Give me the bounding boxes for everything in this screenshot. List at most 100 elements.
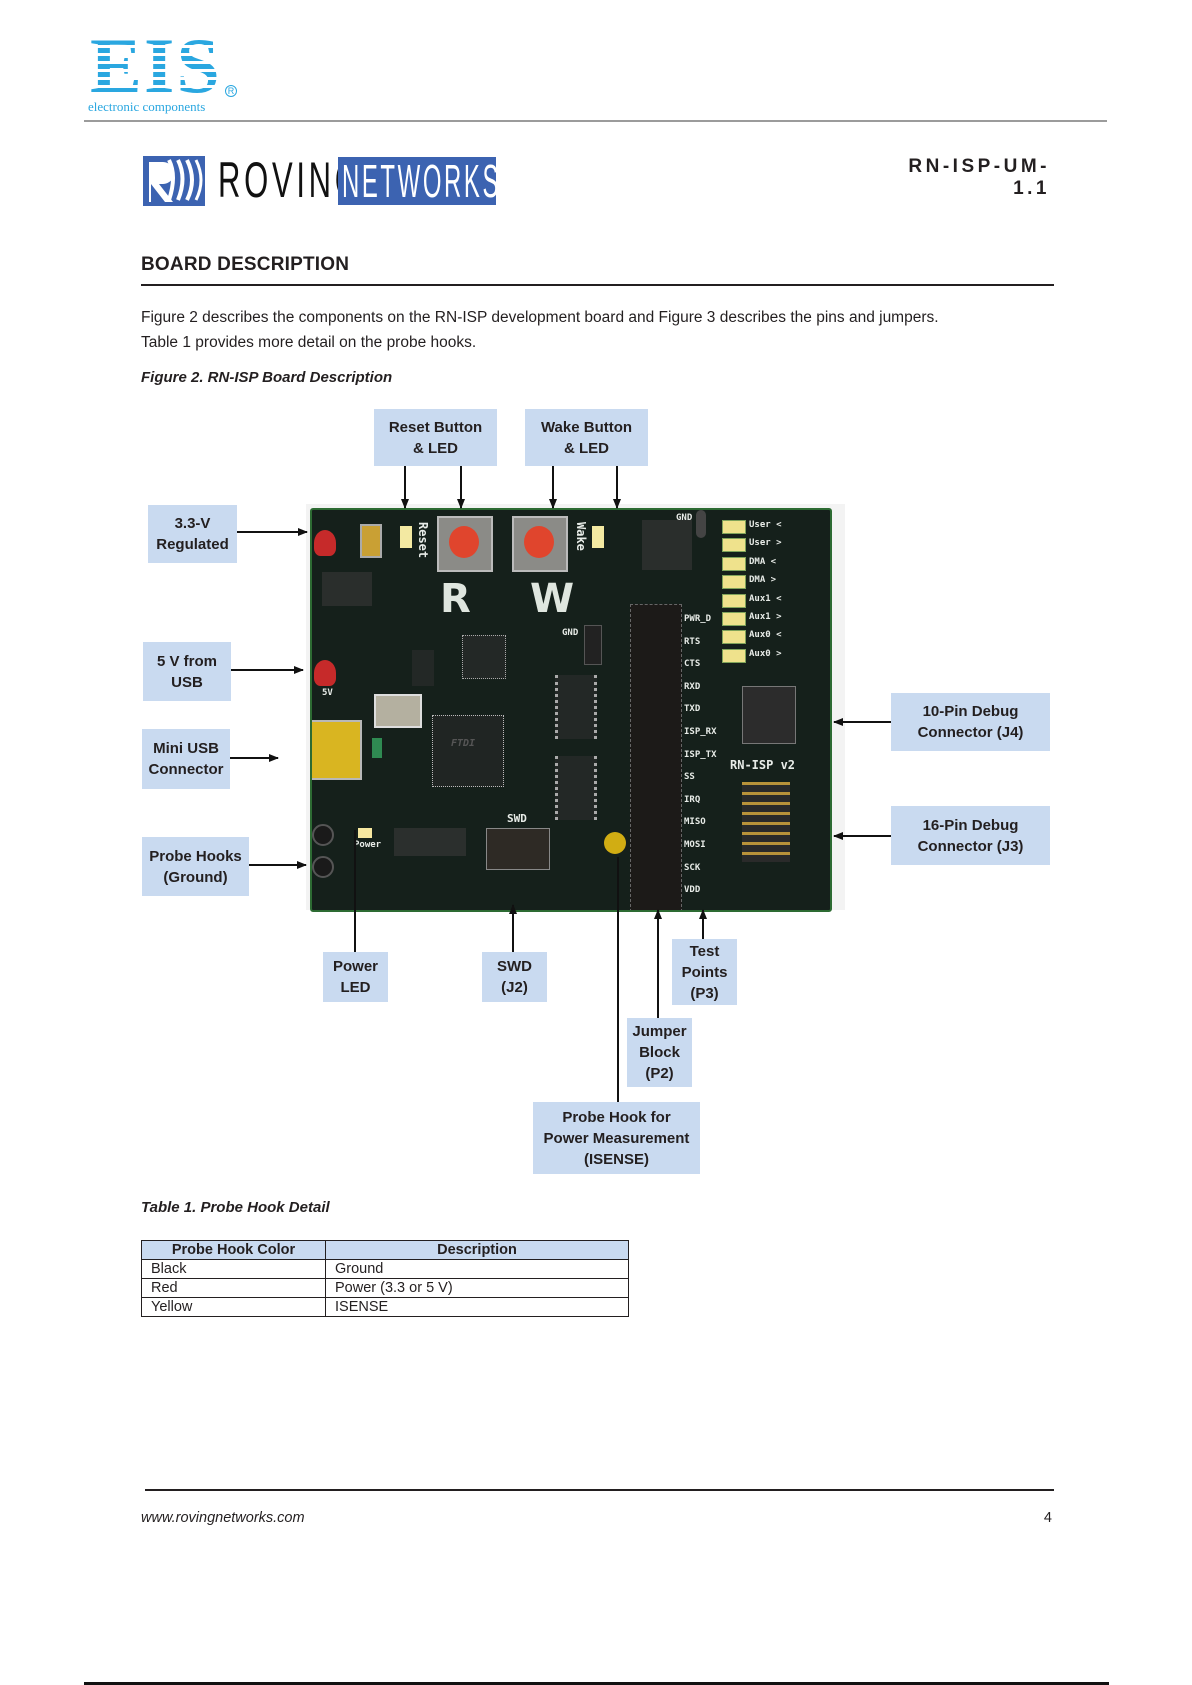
callout-text: Regulated bbox=[156, 536, 229, 553]
callout-text: Connector bbox=[148, 761, 224, 778]
mini-usb-connector bbox=[312, 720, 362, 780]
callout-text: (P3) bbox=[690, 984, 719, 1002]
voltage-regulator bbox=[322, 572, 372, 606]
silk-swd: SWD bbox=[507, 812, 527, 825]
column-header: Description bbox=[325, 1240, 629, 1260]
page-number: 4 bbox=[1043, 1510, 1052, 1526]
red-probe-hook-3v3 bbox=[314, 530, 336, 556]
red-probe-hook-5v bbox=[314, 660, 336, 686]
callout-mini-usb: Mini USB Connector bbox=[142, 729, 230, 789]
silk-led-label: User < bbox=[749, 520, 782, 530]
silk-pin-label: IRQ bbox=[684, 794, 701, 805]
silk-5v: 5V bbox=[322, 688, 333, 698]
callout-probe-hooks-ground: Probe Hooks (Ground) bbox=[142, 837, 249, 896]
power-led bbox=[358, 828, 372, 838]
logo-word-roving: ROVING bbox=[218, 152, 363, 208]
callout-text: Mini USB bbox=[153, 740, 219, 757]
green-fuse bbox=[372, 738, 382, 758]
callout-text: Jumper bbox=[632, 1023, 687, 1040]
section-heading: BOARD DESCRIPTION bbox=[141, 254, 350, 275]
jumper-block-p2 bbox=[630, 604, 682, 910]
callout-text: Reset Button bbox=[388, 418, 483, 436]
silk-led-label: Aux0 > bbox=[749, 648, 782, 659]
footer-website-link[interactable]: www.rovingnetworks.com bbox=[141, 1510, 305, 1526]
intro-line-1: Figure 2 describes the components on the… bbox=[141, 309, 939, 326]
logo-word-networks: NETWORKS bbox=[342, 155, 502, 207]
figure-caption: Figure 2. RN-ISP Board Description bbox=[141, 369, 393, 386]
table-row: Black Ground bbox=[141, 1259, 629, 1279]
silk-led-label: User > bbox=[749, 538, 782, 549]
callout-text: Connector (J4) bbox=[917, 724, 1024, 741]
ftdi-chip: FTDI bbox=[432, 715, 504, 787]
table-cell: Yellow bbox=[141, 1297, 326, 1317]
silk-board-name: RN-ISP v2 bbox=[730, 758, 796, 772]
callout-text: (Ground) bbox=[163, 868, 228, 886]
status-led bbox=[722, 556, 746, 571]
status-led bbox=[722, 538, 746, 553]
callout-wake-button: Wake Button & LED bbox=[525, 409, 648, 466]
callout-text: SWD bbox=[497, 958, 532, 975]
silk-pin-label: SCK bbox=[684, 862, 701, 873]
silk-pin-label: MOSI bbox=[684, 840, 706, 850]
probe-hook-table: Probe Hook Color Description Black Groun… bbox=[141, 1240, 629, 1317]
yellow-probe-hook bbox=[604, 832, 626, 854]
silk-pin-label: RXD bbox=[684, 681, 701, 692]
callout-text: Probe Hooks bbox=[149, 847, 242, 865]
callout-text: Wake Button bbox=[540, 418, 633, 436]
swd-header bbox=[486, 828, 550, 870]
wake-button bbox=[512, 516, 568, 572]
silk-pin-label: TXD bbox=[684, 704, 701, 715]
footer-rule bbox=[145, 1489, 1054, 1491]
silk-pin-label: ISP_RX bbox=[684, 727, 717, 737]
silk-led-label: Aux1 > bbox=[749, 612, 782, 622]
eis-logo: EIS R electronic components bbox=[88, 27, 237, 114]
microcontroller-chip bbox=[462, 635, 506, 679]
callout-text: (P2) bbox=[645, 1065, 674, 1082]
silk-r: R bbox=[440, 576, 471, 622]
reset-led bbox=[400, 526, 412, 548]
table-cell: Ground bbox=[325, 1259, 629, 1279]
callout-text: & LED bbox=[563, 439, 609, 457]
roving-networks-mark-icon bbox=[143, 156, 205, 206]
silk-pin-label: SS bbox=[684, 772, 695, 783]
callout-text: Block bbox=[639, 1044, 680, 1061]
gnd-test-post bbox=[696, 510, 706, 538]
callout-text: & LED bbox=[413, 439, 458, 457]
callout-text: (J2) bbox=[501, 979, 528, 996]
silk-led-label: Aux1 < bbox=[749, 593, 782, 604]
silk-led-label: DMA < bbox=[749, 556, 777, 567]
pcb-board: 5V Reset R W Wake GND GND FTDI bbox=[310, 508, 832, 912]
callout-text: 10-Pin Debug bbox=[922, 703, 1019, 720]
callout-text: Points bbox=[681, 963, 728, 981]
header-divider bbox=[84, 120, 1107, 122]
table-cell: ISENSE bbox=[325, 1297, 629, 1317]
reset-button bbox=[437, 516, 493, 572]
document-id: RN-ISP-UM-1.1 bbox=[908, 156, 1050, 199]
callout-swd: SWD (J2) bbox=[482, 952, 547, 1002]
black-probe-hook-2 bbox=[312, 856, 334, 878]
debug-connector-j3 bbox=[742, 782, 790, 862]
board-photo: 5V Reset R W Wake GND GND FTDI bbox=[306, 504, 845, 912]
gnd-header bbox=[584, 625, 602, 665]
logo-networks-box: NETWORKS bbox=[338, 157, 498, 205]
callout-text: 16-Pin Debug bbox=[922, 816, 1019, 834]
silk-led-label: Aux0 < bbox=[749, 630, 782, 641]
table-cell: Power (3.3 or 5 V) bbox=[325, 1278, 629, 1298]
wake-led bbox=[592, 526, 604, 548]
table-header-row: Probe Hook Color Description bbox=[141, 1240, 629, 1260]
registered-mark: R bbox=[225, 85, 237, 97]
crystal bbox=[374, 694, 422, 728]
silk-pin-label: RTS bbox=[684, 636, 701, 647]
silk-w: W bbox=[530, 576, 575, 622]
callout-reset-button: Reset Button & LED bbox=[374, 409, 497, 466]
callout-text: Probe Hook for bbox=[562, 1108, 671, 1126]
table-caption: Table 1. Probe Hook Detail bbox=[141, 1199, 330, 1216]
